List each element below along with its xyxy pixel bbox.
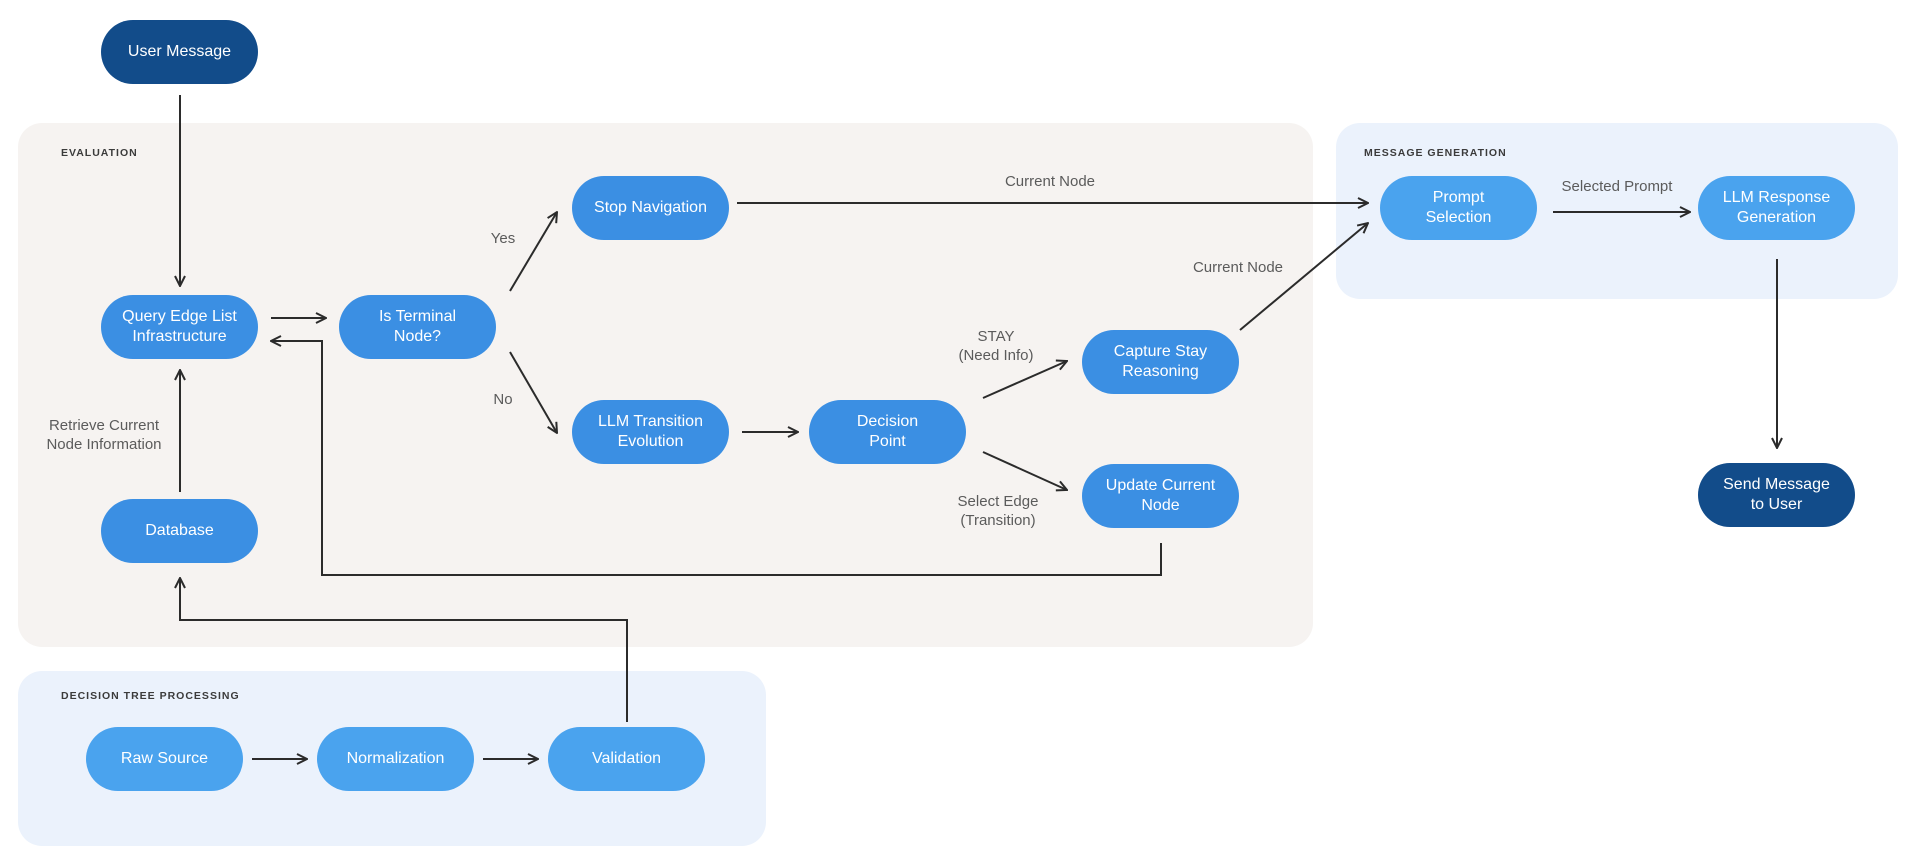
node-send-message-to-user: Send Message to User: [1698, 463, 1855, 527]
edge-label-selected-prompt: Selected Prompt: [1561, 178, 1673, 195]
edge-label-yes: Yes: [490, 230, 516, 247]
decision-tree-processing-group-title: DECISION TREE PROCESSING: [61, 690, 240, 702]
node-is-terminal-node: Is Terminal Node?: [339, 295, 496, 359]
node-prompt-selection: Prompt Selection: [1380, 176, 1537, 240]
node-llm-response-generation: LLM Response Generation: [1698, 176, 1855, 240]
node-capture-stay-reasoning: Capture Stay Reasoning: [1082, 330, 1239, 394]
edge-label-current-node-top: Current Node: [1004, 173, 1096, 190]
edge-label-current-node-mid: Current Node: [1192, 259, 1284, 276]
node-decision-point: Decision Point: [809, 400, 966, 464]
edge-label-no: No: [493, 391, 513, 408]
edge-label-stay-need-info: STAY (Need Info): [958, 328, 1034, 364]
node-update-current-node: Update Current Node: [1082, 464, 1239, 528]
node-validation: Validation: [548, 727, 705, 791]
node-user-message: User Message: [101, 20, 258, 84]
edge-label-retrieve-current-node-information: Retrieve Current Node Information: [46, 417, 162, 453]
evaluation-group-title: EVALUATION: [61, 147, 138, 159]
node-normalization: Normalization: [317, 727, 474, 791]
node-query-edge-list-infrastructure: Query Edge List Infrastructure: [101, 295, 258, 359]
node-stop-navigation: Stop Navigation: [572, 176, 729, 240]
message-generation-group-title: MESSAGE GENERATION: [1364, 147, 1507, 159]
node-database: Database: [101, 499, 258, 563]
node-raw-source: Raw Source: [86, 727, 243, 791]
node-llm-transition-evolution: LLM Transition Evolution: [572, 400, 729, 464]
edge-label-select-edge-transition: Select Edge (Transition): [957, 493, 1039, 529]
